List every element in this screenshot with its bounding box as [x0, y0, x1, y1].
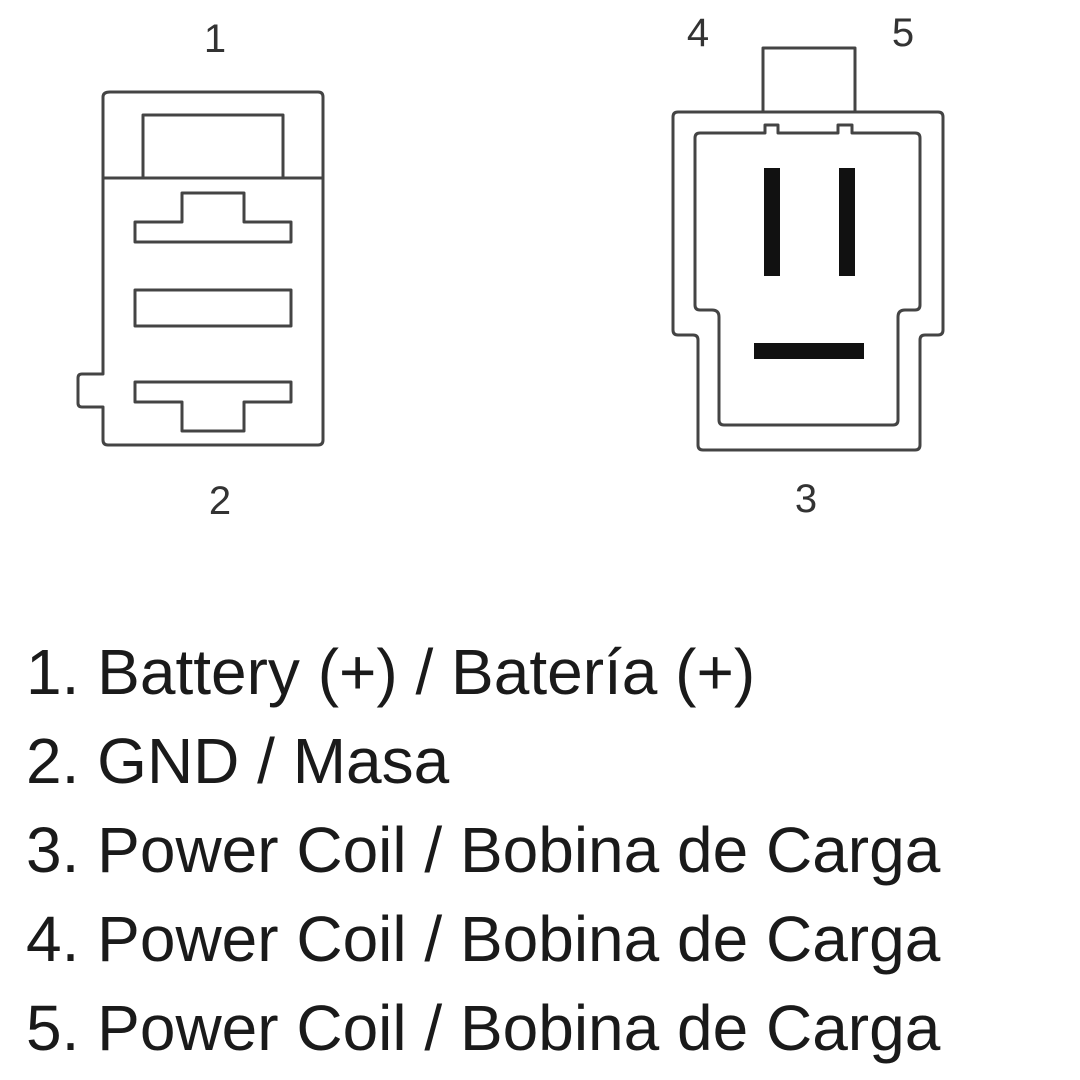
pin-label-1: 1	[204, 17, 226, 61]
left-terminal-slot-middle	[133, 288, 293, 328]
right-connector-inner-body	[693, 123, 922, 427]
right-connector: 4 5 3	[671, 11, 945, 521]
right-terminal-5	[839, 168, 855, 276]
legend-item-2: 2. GND / Masa	[26, 725, 450, 797]
right-terminal-3	[754, 343, 864, 359]
right-terminal-4	[764, 168, 780, 276]
pin-label-5: 5	[892, 11, 914, 55]
right-connector-latch	[761, 46, 857, 112]
legend-item-5: 5. Power Coil / Bobina de Carga	[26, 992, 941, 1064]
connector-pinout-diagram: 1 2 4 5 3	[76, 11, 945, 523]
left-terminal-slot-1	[133, 191, 293, 244]
legend-item-3: 3. Power Coil / Bobina de Carga	[26, 814, 941, 886]
pin-label-3: 3	[795, 477, 817, 521]
left-connector-top-tab	[141, 113, 285, 180]
right-connector-outer-body	[671, 110, 945, 452]
pin-label-4: 4	[687, 11, 709, 55]
pin-legend: 1. Battery (+) / Batería (+) 2. GND / Ma…	[26, 628, 940, 1073]
legend-item-1: 1. Battery (+) / Batería (+)	[26, 636, 756, 708]
left-connector-body	[76, 90, 325, 447]
left-terminal-slot-2	[133, 380, 293, 433]
left-connector: 1 2	[76, 17, 325, 523]
pin-label-2: 2	[209, 479, 231, 523]
legend-item-4: 4. Power Coil / Bobina de Carga	[26, 903, 941, 975]
